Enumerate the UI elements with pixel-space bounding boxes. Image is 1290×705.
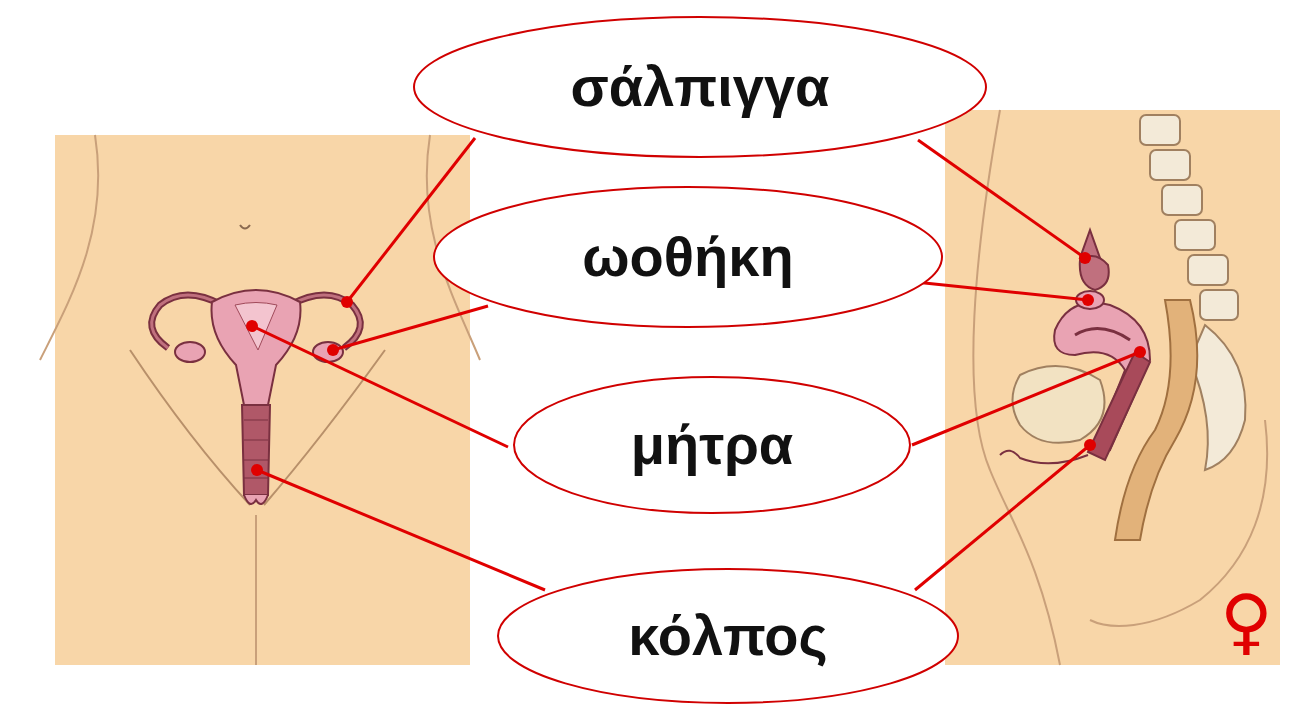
label-ellipse: κόλπος (496, 567, 960, 705)
female-symbol: ♀ (1220, 585, 1273, 657)
part-name: κόλπος (628, 608, 827, 664)
part-name: σάλπιγγα (570, 59, 829, 115)
label-ellipse: μήτρα (512, 375, 912, 515)
part-name: ωοθήκη (582, 229, 793, 285)
label-ellipse: ωοθήκη (432, 185, 944, 329)
label-ellipse: σάλπιγγα (412, 15, 988, 159)
leader-lines (246, 138, 1146, 590)
part-name: μήτρα (631, 417, 794, 473)
